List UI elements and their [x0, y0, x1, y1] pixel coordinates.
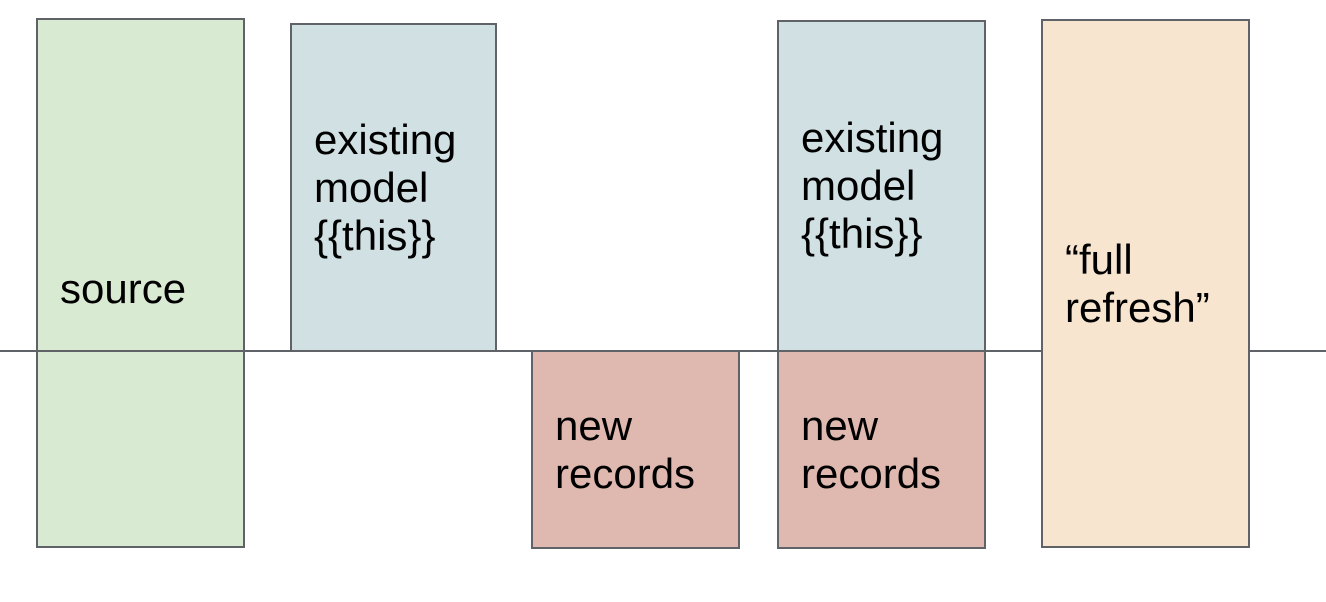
- existing-model-box-right-label: existing model {{this}}: [801, 114, 944, 257]
- existing-model-box-left-label: existing model {{this}}: [314, 115, 457, 259]
- source-box-label: source: [60, 265, 187, 312]
- new-records-box-left-label: new records: [555, 401, 696, 497]
- existing-model-box-right: existing model {{this}}: [777, 20, 986, 352]
- existing-model-box-left: existing model {{this}}: [290, 23, 497, 352]
- new-records-box-right: new records: [777, 350, 986, 549]
- source-box: source: [36, 18, 245, 548]
- full-refresh-box-label: “full refresh”: [1065, 235, 1210, 331]
- new-records-box-left: new records: [531, 350, 740, 549]
- new-records-box-right-label: new records: [801, 401, 942, 497]
- full-refresh-box: “full refresh”: [1041, 19, 1250, 548]
